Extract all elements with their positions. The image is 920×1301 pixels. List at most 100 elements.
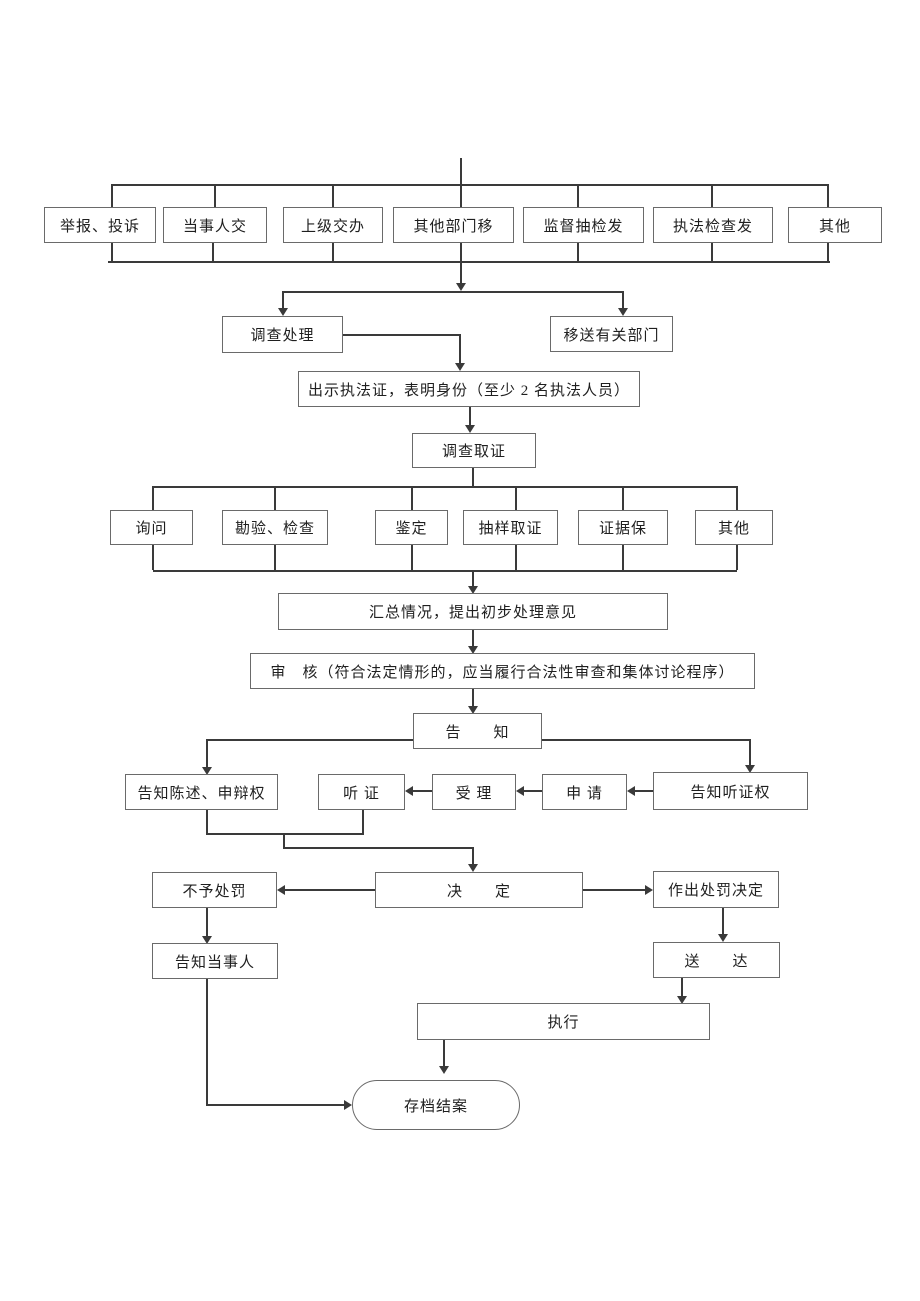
node-delivery: 送 达 (653, 942, 780, 978)
node-notify: 告 知 (413, 713, 542, 749)
node-investigate-handle: 调查处理 (222, 316, 343, 353)
edge-stub (827, 184, 829, 207)
edge-drop (472, 689, 474, 707)
node-ev-inquiry: 询问 (110, 510, 193, 545)
edge-stub (214, 184, 216, 207)
arrowhead-right (645, 885, 653, 895)
edge-stub (711, 184, 713, 207)
edge-drop (472, 847, 474, 865)
edge-drop (749, 739, 751, 766)
arrowhead-down (202, 936, 212, 944)
node-ev-other: 其他 (695, 510, 773, 545)
edge-drop (443, 1040, 445, 1067)
edge-distributor (283, 291, 624, 293)
edge-connector (206, 1104, 344, 1106)
edge-bracket (206, 833, 364, 835)
arrowhead-down (455, 363, 465, 371)
arrowhead-down (278, 308, 288, 316)
edge-drop (681, 978, 683, 997)
edge-stub (212, 243, 214, 261)
arrowhead-down (465, 425, 475, 433)
edge-drop (472, 630, 474, 647)
node-decision: 决 定 (375, 872, 583, 908)
node-apply: 申 请 (542, 774, 627, 810)
edge-drop (206, 810, 208, 833)
edge-top-incoming (460, 158, 462, 207)
edge-arrow-shaft (413, 790, 432, 792)
edge-stub (111, 243, 113, 261)
arrowhead-left (277, 885, 285, 895)
edge-bottom-rail (108, 261, 830, 263)
edge-stub (577, 184, 579, 207)
arrowhead-left (405, 786, 413, 796)
node-ev-survey: 勘验、检查 (222, 510, 328, 545)
edge-stub (411, 486, 413, 510)
edge-arrow-shaft (285, 889, 375, 891)
node-notify-statement: 告知陈述、申辩权 (125, 774, 278, 810)
edge-stub (577, 243, 579, 261)
node-summary: 汇总情况，提出初步处理意见 (278, 593, 668, 630)
node-source-superior: 上级交办 (283, 207, 383, 243)
node-notify-hearing-right: 告知听证权 (653, 772, 808, 810)
node-execution: 执行 (417, 1003, 710, 1040)
node-source-inspection: 执法检查发 (653, 207, 773, 243)
edge-stub (332, 184, 334, 207)
node-ev-sampling: 抽样取证 (463, 510, 558, 545)
edge-stub (152, 486, 154, 510)
edge-stub (622, 486, 624, 510)
arrowhead-down (468, 586, 478, 594)
edge-drop (472, 570, 474, 587)
arrowhead-down (618, 308, 628, 316)
edge-stub (736, 486, 738, 510)
node-source-supervision: 监督抽检发 (523, 207, 644, 243)
edge-branch-right (542, 739, 750, 741)
node-show-credentials: 出示执法证，表明身份（至少 2 名执法人员） (298, 371, 640, 407)
arrowhead-down (202, 767, 212, 775)
node-transfer-dept: 移送有关部门 (550, 316, 673, 352)
edge-drop (722, 908, 724, 935)
edge-drop (622, 291, 624, 308)
node-source-other: 其他 (788, 207, 882, 243)
edge-drop (283, 833, 285, 847)
arrowhead-left (516, 786, 524, 796)
edge-stub (515, 486, 517, 510)
edge-evidence-bottom-rail (153, 570, 737, 572)
edge-stub (332, 243, 334, 261)
node-evidence-collection: 调查取证 (412, 433, 536, 468)
node-archive: 存档结案 (352, 1080, 520, 1130)
edge-stub (274, 486, 276, 510)
node-notify-party: 告知当事人 (152, 943, 278, 979)
node-review: 审 核（符合法定情形的，应当履行合法性审查和集体讨论程序） (250, 653, 755, 689)
edge-arrow-shaft (524, 790, 542, 792)
arrowhead-down (745, 765, 755, 773)
arrowhead-down (468, 646, 478, 654)
edge-top-rail (112, 184, 828, 186)
arrowhead-down (456, 283, 466, 291)
edge-center-drop (460, 261, 462, 283)
edge-drop (362, 810, 364, 833)
edge-drop (206, 739, 208, 768)
edge-stub (152, 545, 154, 570)
edge-arrow-shaft (635, 790, 653, 792)
node-source-other-dept: 其他部门移 (393, 207, 514, 243)
node-source-report: 举报、投诉 (44, 207, 156, 243)
node-hearing: 听 证 (318, 774, 405, 810)
node-accept: 受 理 (432, 774, 516, 810)
edge-connector (459, 334, 461, 364)
edge-stub (622, 545, 624, 570)
edge-connector (283, 847, 473, 849)
edge-drop (472, 468, 474, 486)
edge-stub (711, 243, 713, 261)
arrowhead-right (344, 1100, 352, 1110)
edge-stub (515, 545, 517, 570)
edge-evidence-top-rail (153, 486, 737, 488)
arrowhead-left (627, 786, 635, 796)
node-penalty-decision: 作出处罚决定 (653, 871, 779, 908)
node-source-party: 当事人交 (163, 207, 267, 243)
edge-stub (411, 545, 413, 570)
arrowhead-down (677, 996, 687, 1004)
edge-branch-left (207, 739, 413, 741)
edge-drop (282, 291, 284, 308)
edge-drop (206, 908, 208, 936)
